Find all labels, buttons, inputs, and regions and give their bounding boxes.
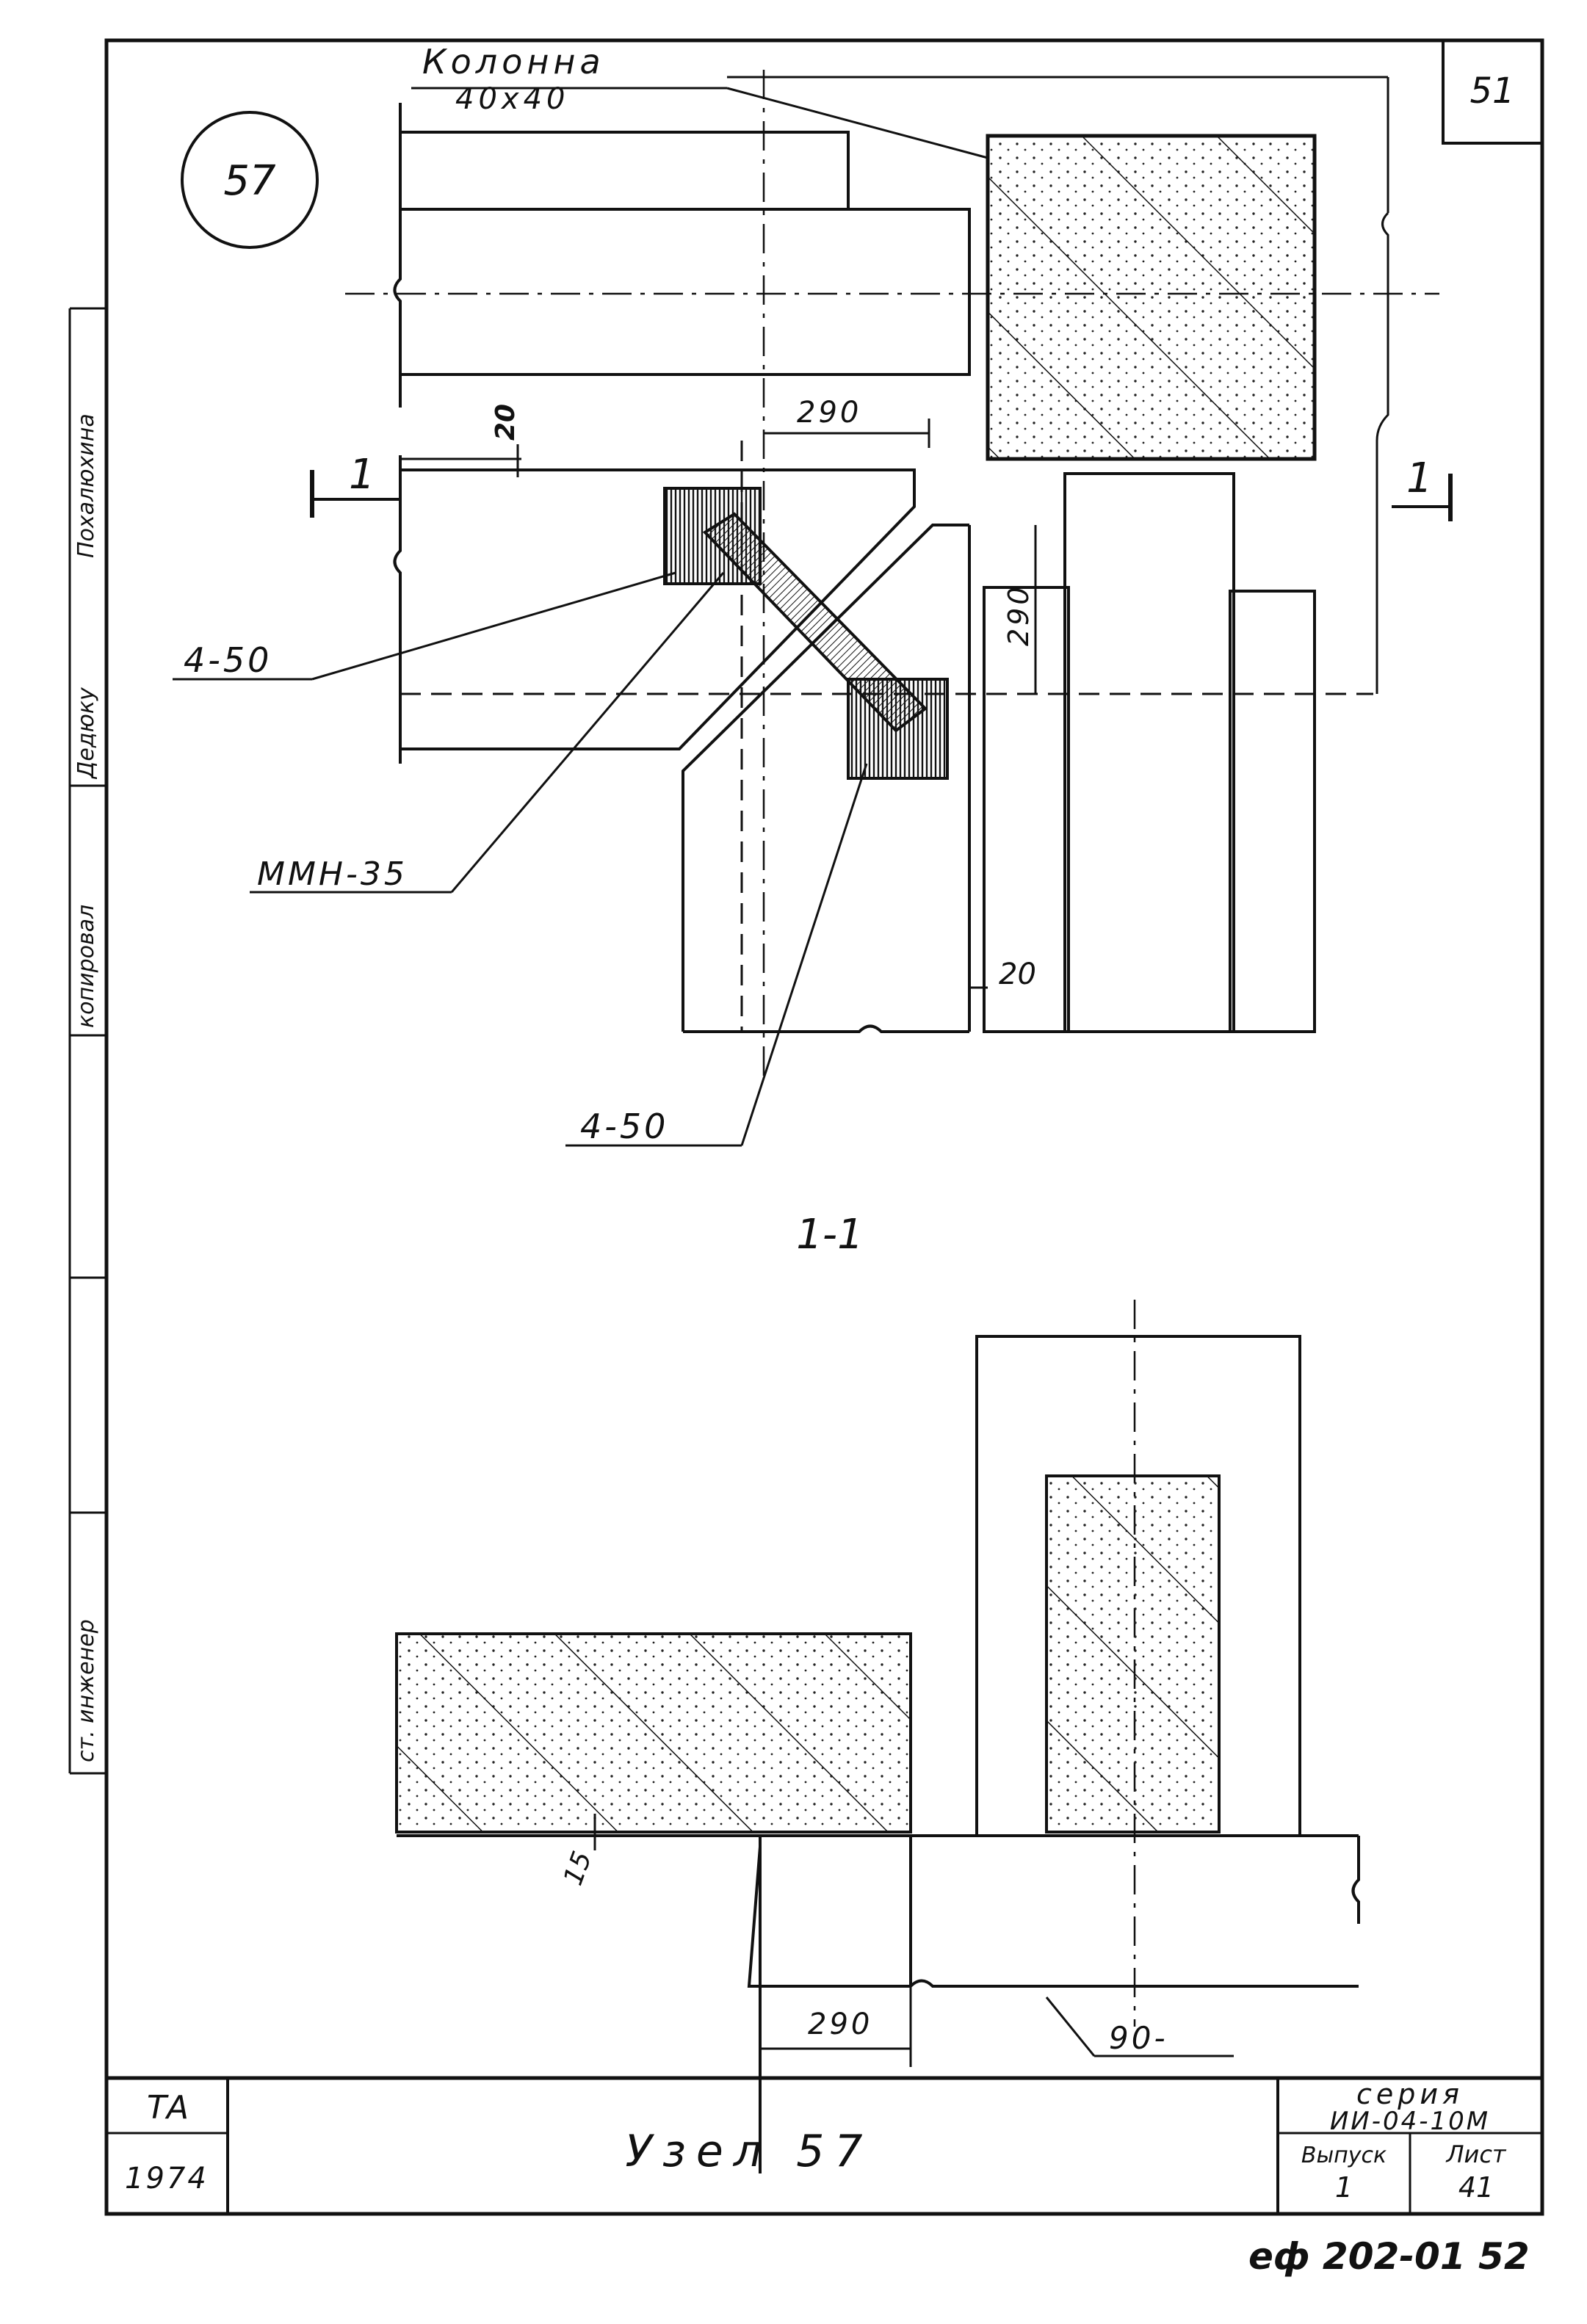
lower-middle-beam [682,524,971,1033]
sheet-frame [104,38,1544,2216]
issue-value: 1 [1335,2171,1353,2204]
section-title: 1-1 [796,1211,863,1259]
section-mark-left: 1 [310,451,375,518]
dim-290-vertical-text: 290 [1002,584,1035,646]
title-year: 1974 [125,2162,209,2196]
title-org: ТА [147,2089,189,2126]
dim-20-bottom: 20 [969,958,1036,991]
dim-290-bottom: 290 [760,1986,912,2067]
callout-plate-lower-text: 4-50 [580,1107,668,1146]
sheet-value: 41 [1458,2171,1494,2204]
diagonal-connector [702,512,928,733]
callout-plate-lower: 4-50 [565,763,868,1147]
stamp-role-copied: копировал [73,904,99,1028]
title-main: Узел 57 [625,2126,872,2177]
plan-view: Колонна 40х40 [173,42,1453,1147]
right-beams [983,472,1316,1033]
doc-code: еф 202-01 52 [1248,2235,1530,2278]
section-mark-right-label: 1 [1406,455,1433,502]
section-beam [395,1632,912,1834]
section-view: 15 290 90- [395,1300,1360,2173]
column-label: Колонна 40х40 [411,42,988,159]
series-label: серия [1356,2078,1464,2110]
callout-plate-upper-text: 4-50 [184,640,272,680]
callout-plate-upper: 4-50 [173,571,676,681]
callout-mmn-text: ММН-35 [257,855,408,893]
column-extension-lines [727,76,1389,694]
callout-mmn: ММН-35 [250,572,725,894]
dim-20-top: 20 [400,404,521,477]
sheet-label: Лист [1445,2140,1506,2168]
top-beams [393,103,971,408]
dim-290-vertical: 290 [1002,525,1037,694]
dim-290-top-text: 290 [797,396,861,430]
series-value: ИИ-04-10М [1330,2107,1490,2136]
section-mark-left-label: 1 [349,451,375,499]
stamp-signature: Дедюку [73,687,99,778]
stamp-name: Похалюхина [73,413,99,558]
stamp-role-engineer: ст. инженер [73,1619,99,1762]
column-label-name: Колонна [422,42,605,82]
dim-15-text: 15 [558,1847,598,1889]
column-label-size: 40х40 [455,82,569,116]
issue-label: Выпуск [1301,2143,1387,2168]
section-column-core [1045,1474,1221,1834]
binding-margin [68,307,108,1775]
dim-290-top: 290 [764,396,930,448]
sheet-number: 51 [1469,70,1514,112]
node-circle: 57 [181,111,319,249]
node-number: 57 [223,157,276,205]
dim-20-top-text: 20 [491,404,521,441]
sheet-number-box: 51 [1442,40,1542,145]
callout-90: 90- [1045,1997,1234,2057]
dim-290-bottom-text: 290 [808,2008,872,2041]
title-block: ТА 1974 Узел 57 серия ИИ-04-10М Выпуск 1… [106,2076,1542,2214]
callout-90-text: 90- [1109,2020,1168,2056]
dim-20-bottom-text: 20 [999,958,1036,991]
section-mark-right: 1 [1392,455,1453,521]
column-section [986,134,1317,461]
section-slab [397,1834,1360,2173]
